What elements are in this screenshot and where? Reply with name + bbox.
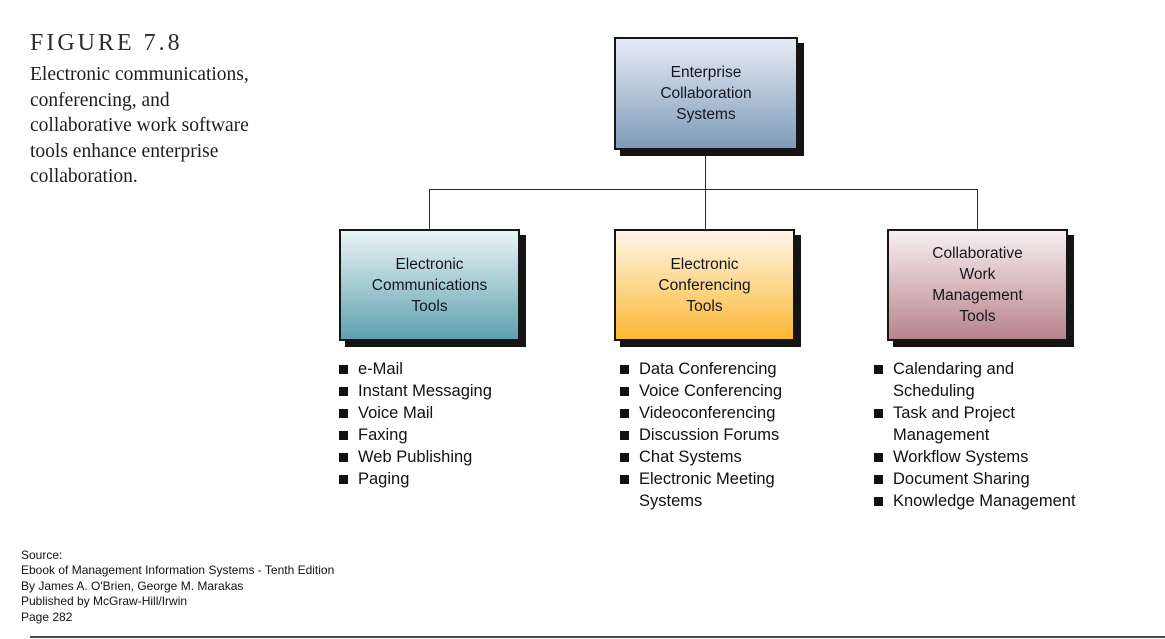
list-item-label: Videoconferencing — [639, 404, 776, 422]
list-item: Calendaring and Scheduling — [874, 358, 1119, 402]
list-item: e-Mail — [339, 358, 539, 380]
list-item: Instant Messaging — [339, 380, 539, 402]
list-electronic-conferencing-tools: Data Conferencing Voice Conferencing Vid… — [620, 358, 820, 512]
list-item-label: Chat Systems — [639, 448, 742, 466]
list-item-label: Instant Messaging — [358, 382, 492, 400]
list-item-label: Knowledge Management — [893, 492, 1076, 510]
source-line: Page 282 — [21, 609, 73, 624]
bottom-divider — [30, 636, 1165, 638]
square-bullet-icon — [874, 497, 883, 506]
list-item-label: Voice Mail — [358, 404, 434, 422]
list-item: Electronic Meeting Systems — [620, 468, 820, 512]
list-item: Task and Project Management — [874, 402, 1119, 446]
square-bullet-icon — [874, 475, 883, 484]
square-bullet-icon — [339, 387, 348, 396]
square-bullet-icon — [874, 453, 883, 462]
list-electronic-communications-tools: e-Mail Instant Messaging Voice Mail Faxi… — [339, 358, 539, 490]
square-bullet-icon — [339, 431, 348, 440]
square-bullet-icon — [620, 365, 629, 374]
square-bullet-icon — [339, 365, 348, 374]
list-item-label: Calendaring and Scheduling — [893, 360, 1015, 400]
list-item-label: Task and Project Management — [893, 404, 1015, 444]
list-item-label: Voice Conferencing — [639, 382, 783, 400]
square-bullet-icon — [874, 365, 883, 374]
list-item: Voice Mail — [339, 402, 539, 424]
source-line: Ebook of Management Information Systems … — [21, 563, 335, 578]
node-label: Electronic Communications Tools — [371, 255, 488, 315]
source-line: Source: — [21, 548, 63, 562]
list-item-label: Workflow Systems — [893, 448, 1029, 466]
connector-right-drop — [977, 189, 978, 229]
square-bullet-icon — [339, 475, 348, 484]
connector-horizontal — [429, 189, 978, 190]
list-item-label: Web Publishing — [358, 448, 473, 466]
list-item: Voice Conferencing — [620, 380, 820, 402]
square-bullet-icon — [620, 387, 629, 396]
list-item-label: Data Conferencing — [639, 360, 777, 378]
list-item-label: Paging — [358, 470, 410, 488]
square-bullet-icon — [874, 409, 883, 418]
list-item: Discussion Forums — [620, 424, 820, 446]
list-item-label: Electronic Meeting Systems — [639, 470, 775, 510]
source-line: Published by McGraw-Hill/Irwin — [21, 594, 188, 609]
list-item: Data Conferencing — [620, 358, 820, 380]
list-item: Knowledge Management — [874, 490, 1119, 512]
square-bullet-icon — [339, 453, 348, 462]
list-item: Chat Systems — [620, 446, 820, 468]
list-item: Document Sharing — [874, 468, 1119, 490]
list-collaborative-work-management-tools: Calendaring and Scheduling Task and Proj… — [874, 358, 1119, 512]
connector-root-stem — [705, 156, 706, 190]
node-enterprise-collaboration-systems: Enterprise Collaboration Systems — [614, 37, 798, 150]
node-electronic-communications-tools: Electronic Communications Tools — [339, 229, 520, 341]
square-bullet-icon — [620, 475, 629, 484]
source-line: By James A. O'Brien, George M. Marakas — [21, 578, 244, 593]
list-item-label: Document Sharing — [893, 470, 1030, 488]
node-label: Electronic Conferencing Tools — [658, 255, 751, 315]
connector-left-drop — [429, 189, 430, 229]
square-bullet-icon — [620, 453, 629, 462]
list-item-label: Faxing — [358, 426, 408, 444]
list-item: Videoconferencing — [620, 402, 820, 424]
figure-caption: Electronic communications, conferencing,… — [30, 64, 249, 187]
node-electronic-conferencing-tools: Electronic Conferencing Tools — [614, 229, 795, 341]
connector-middle-drop — [705, 189, 706, 229]
source-citation: Source: Ebook of Management Information … — [21, 548, 334, 625]
node-label: Enterprise Collaboration Systems — [660, 64, 752, 123]
square-bullet-icon — [339, 409, 348, 418]
node-label: Collaborative Work Management Tools — [932, 245, 1023, 325]
square-bullet-icon — [620, 409, 629, 418]
list-item: Workflow Systems — [874, 446, 1119, 468]
list-item: Faxing — [339, 424, 539, 446]
list-item: Paging — [339, 468, 539, 490]
list-item-label: Discussion Forums — [639, 426, 780, 444]
list-item-label: e-Mail — [358, 360, 403, 378]
node-collaborative-work-management-tools: Collaborative Work Management Tools — [887, 229, 1068, 341]
list-item: Web Publishing — [339, 446, 539, 468]
square-bullet-icon — [620, 431, 629, 440]
figure-number-label: FIGURE 7.8 — [30, 30, 183, 56]
